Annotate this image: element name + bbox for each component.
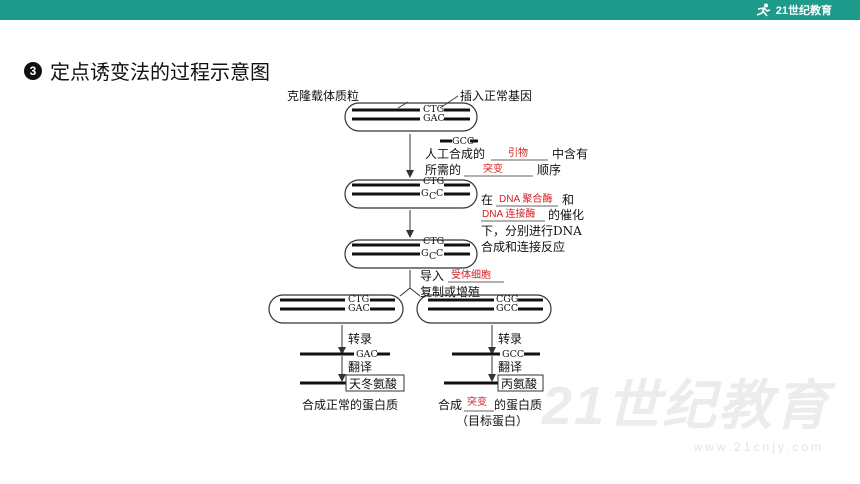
- mrna-right: GCC: [502, 349, 524, 360]
- seq-ctg-4: CTG: [348, 294, 369, 305]
- seq-c-3a: C: [429, 251, 436, 262]
- transcription-right: 转录: [498, 331, 522, 346]
- slide-heading: 3 定点诱变法的过程示意图: [24, 56, 270, 85]
- logo-text: 21世纪教育: [775, 5, 832, 17]
- seq-c-3b: C: [436, 248, 443, 259]
- step3-pre1: 导入: [420, 269, 444, 283]
- step1-answer2: 突变: [483, 162, 503, 175]
- plasmid-1: [344, 102, 478, 132]
- top-bar: 21世纪教育: [0, 0, 860, 20]
- step1-pre2: 所需的: [425, 162, 461, 177]
- aa-mutant: 丙氨酸: [501, 376, 537, 391]
- result-mutant-pre: 合成: [438, 397, 462, 412]
- step2-post2: 的催化: [548, 207, 584, 222]
- step1-post2: 顺序: [537, 162, 561, 177]
- seq-ctg-3: CTG: [423, 236, 444, 247]
- seq-gac-4: GAC: [348, 303, 370, 314]
- watermark-url: www.21cnjy.com: [693, 440, 824, 454]
- aa-normal: 天冬氨酸: [349, 376, 397, 391]
- step2-answer2: DNA 连接酶: [482, 207, 535, 220]
- plasmid-mutant: [416, 294, 552, 324]
- plasmid-normal: [268, 294, 404, 324]
- step2-answer1: DNA 聚合酶: [499, 192, 552, 205]
- result-mutant-post: 的蛋白质: [494, 397, 542, 412]
- heading-number: 3: [24, 61, 42, 80]
- result-mutant-note: （目标蛋白）: [456, 413, 528, 428]
- seq-gcc-5: GCC: [496, 303, 518, 314]
- insert-label: 插入正常基因: [460, 89, 532, 103]
- step2-line4: 合成和连接反应: [481, 239, 565, 254]
- step3-line2: 复制或增殖: [420, 284, 480, 299]
- seq-cgg-5: CGG: [496, 294, 518, 305]
- seq-c-2a: C: [429, 191, 436, 202]
- plasmid-label: 克隆载体质粒: [287, 88, 359, 103]
- seq-ctg-2: CTG: [423, 176, 444, 187]
- step1-post1: 中含有: [552, 146, 588, 161]
- step1-answer1: 引物: [508, 146, 528, 159]
- seq-gac-1: GAC: [423, 113, 445, 124]
- mrna-left: GAC: [356, 349, 378, 360]
- header-logo: 21世纪教育: [754, 2, 832, 18]
- seq-c-2b: C: [436, 188, 443, 199]
- step3-answer1: 受体细胞: [451, 268, 491, 281]
- seq-g-3: G: [421, 248, 429, 259]
- step2-post1: 和: [562, 193, 574, 207]
- seq-ctg-1: CTG: [423, 104, 444, 115]
- step2-line3: 下，分别进行DNA: [481, 224, 582, 238]
- primer-seq: GCC: [452, 136, 474, 147]
- translation-left: 翻译: [348, 360, 372, 374]
- step1-pre1: 人工合成的: [425, 146, 485, 161]
- transcription-left: 转录: [348, 331, 372, 346]
- runner-logo-icon: [756, 3, 771, 17]
- seq-g-2: G: [421, 188, 429, 199]
- heading-title: 定点诱变法的过程示意图: [50, 62, 270, 84]
- plasmid-2: [344, 179, 478, 209]
- plasmid-3: [344, 239, 478, 269]
- step2-pre1: 在: [481, 193, 493, 207]
- translation-right: 翻译: [498, 360, 522, 374]
- watermark: 21世纪教育: [541, 376, 830, 436]
- result-mutant-answer: 突变: [467, 395, 487, 408]
- result-normal: 合成正常的蛋白质: [302, 397, 398, 412]
